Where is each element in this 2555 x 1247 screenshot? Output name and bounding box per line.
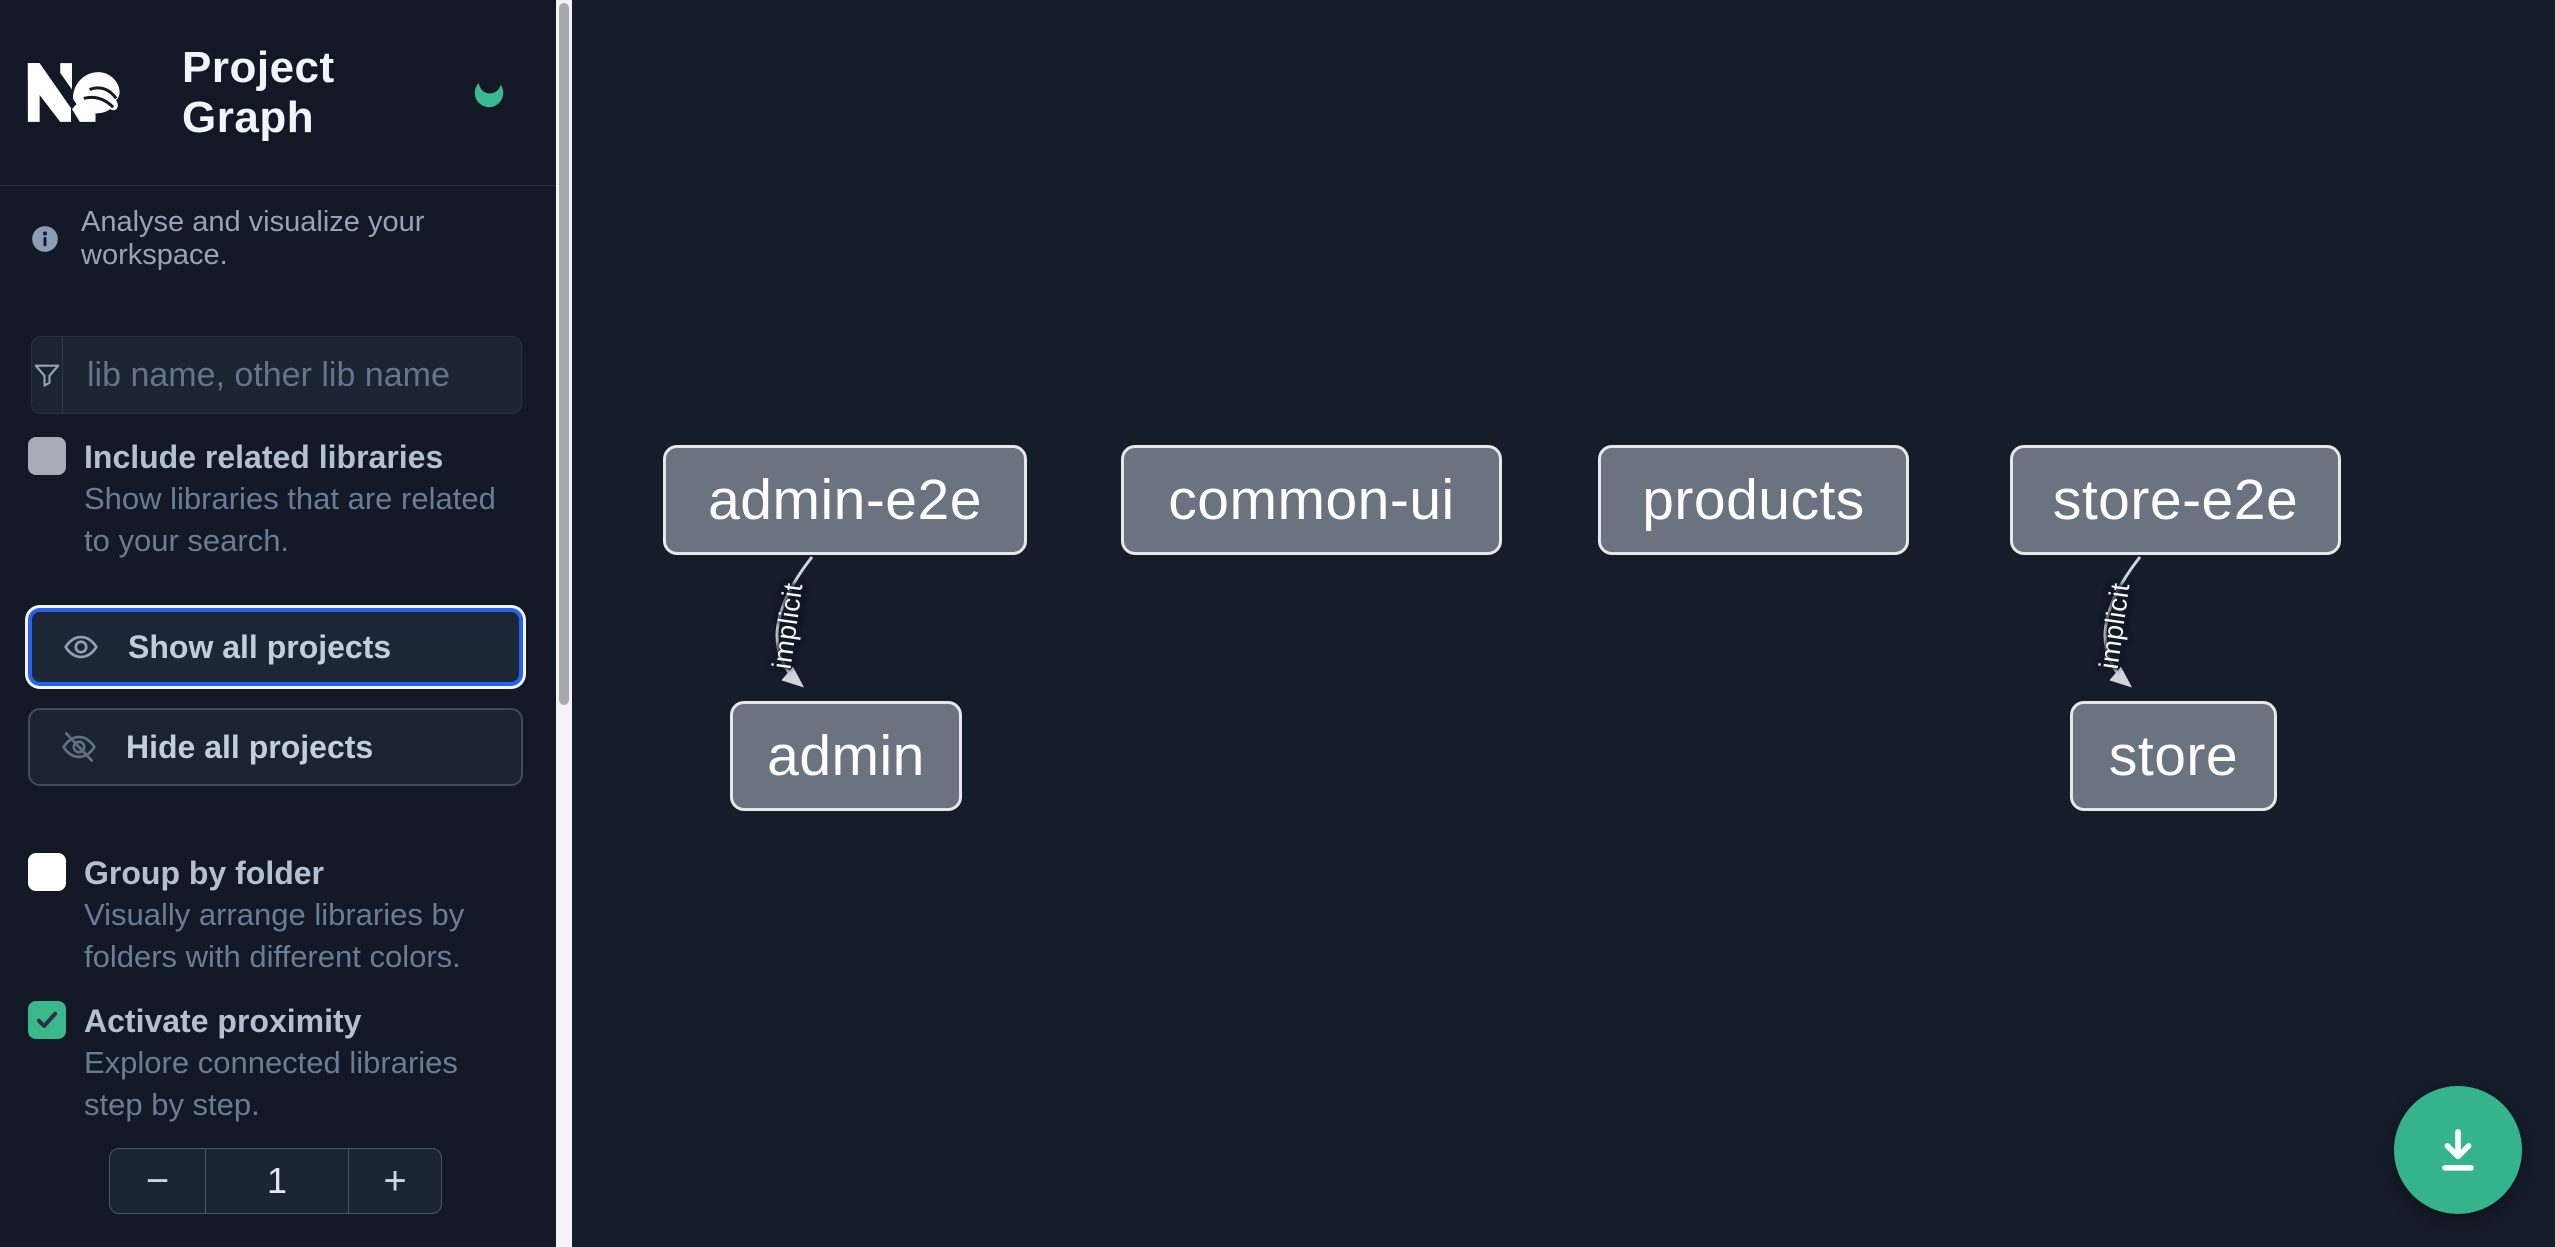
- proximity-depth-value: 1: [266, 1160, 288, 1201]
- group-by-folder-checkbox[interactable]: [28, 853, 66, 891]
- edge-admin-e2e-to-admin[interactable]: [775, 556, 814, 688]
- proximity-depth-stepper: − 1 +: [109, 1148, 442, 1214]
- graph-node-store[interactable]: store: [2070, 701, 2277, 811]
- eye-off-icon: [62, 732, 96, 762]
- graph-node-admin[interactable]: admin: [730, 701, 962, 811]
- decrement-button[interactable]: −: [110, 1149, 206, 1213]
- edge-store-e2e-to-store[interactable]: [2103, 556, 2142, 688]
- option-group-by-folder: Group by folder Visually arrange librari…: [0, 852, 556, 978]
- graph-node-common-ui[interactable]: common-ui: [1121, 445, 1502, 555]
- show-all-projects-label: Show all projects: [128, 628, 392, 665]
- show-all-projects-button[interactable]: Show all projects: [28, 608, 523, 686]
- edges-layer: [775, 556, 2142, 688]
- page-title: Project Graph: [182, 42, 335, 142]
- sidebar-scrollbar-thumb[interactable]: [559, 3, 569, 705]
- group-by-folder-description: Visually arrange libraries by folders wi…: [84, 897, 465, 974]
- download-graph-button[interactable]: [2394, 1086, 2522, 1214]
- theme-toggle-button[interactable]: [469, 73, 508, 113]
- hide-all-projects-label: Hide all projects: [126, 728, 374, 765]
- include-related-checkbox[interactable]: [28, 437, 66, 475]
- group-by-folder-label[interactable]: Group by folder: [84, 855, 324, 891]
- sidebar-scrollbar-track[interactable]: [556, 0, 572, 1247]
- activate-proximity-description: Explore connected libraries step by step…: [84, 1045, 458, 1122]
- info-icon: [32, 226, 58, 252]
- hide-all-projects-button[interactable]: Hide all projects: [28, 708, 523, 786]
- graph-node-store-e2e[interactable]: store-e2e: [2010, 445, 2341, 555]
- graph-node-products[interactable]: products: [1598, 445, 1909, 555]
- include-related-description: Show libraries that are related to your …: [84, 481, 496, 558]
- download-icon: [2442, 1129, 2474, 1171]
- increment-button[interactable]: +: [348, 1149, 441, 1213]
- sidebar: Project Graph Analyse and visualize your…: [0, 0, 572, 1247]
- nx-logo-icon: [27, 63, 120, 122]
- checkmark-icon: [36, 1011, 58, 1028]
- activate-proximity-label[interactable]: Activate proximity: [84, 1003, 362, 1039]
- option-activate-proximity: Activate proximity Explore connected lib…: [0, 1000, 556, 1126]
- app-header: Project Graph: [0, 0, 556, 186]
- filter-search-box: [31, 336, 522, 414]
- include-related-label[interactable]: Include related libraries: [84, 439, 444, 475]
- info-banner: Analyse and visualize your workspace.: [0, 186, 556, 272]
- option-include-related: Include related libraries Show libraries…: [0, 436, 556, 562]
- filter-search-input[interactable]: [63, 337, 521, 413]
- moon-icon: [474, 82, 503, 107]
- activate-proximity-checkbox[interactable]: [28, 1001, 66, 1039]
- info-text: Analyse and visualize your workspace.: [81, 206, 425, 271]
- funnel-icon: [32, 337, 63, 413]
- graph-node-admin-e2e[interactable]: admin-e2e: [663, 445, 1027, 555]
- eye-icon: [64, 635, 98, 659]
